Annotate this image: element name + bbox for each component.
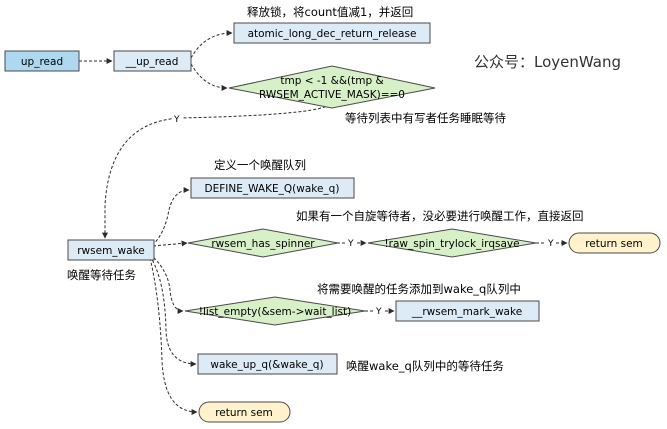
node-has_spinner-label: rwsem_has_spinner xyxy=(211,238,315,250)
node-mark_wake-label: __rwsem_mark_wake xyxy=(411,306,522,318)
node-return_sem_2-label: return sem xyxy=(215,407,273,419)
node-return_sem_2: return sem xyxy=(198,401,291,423)
node-return_sem_1-label: return sem xyxy=(585,238,643,250)
edge-label-list-yes: Y xyxy=(375,307,382,317)
node-atomic: atomic_long_dec_return_release xyxy=(233,22,431,44)
node-return_sem_1: return sem xyxy=(568,232,661,254)
edge-rwsem_wake-to-wakeupq xyxy=(149,255,197,367)
annotation-define: 定义一个唤醒队列 xyxy=(214,158,306,172)
node-cond1: tmp < -1 &&(tmp & RWSEM_ACTIVE_MASK)==0 xyxy=(228,65,436,109)
node-trylock-label: !raw_spin_trylock_irqsave xyxy=(384,238,519,250)
node-cond1-line1: tmp < -1 &&(tmp & xyxy=(280,75,383,87)
node-rwsem_wake-label: rwsem_wake xyxy=(77,245,145,257)
node-define_wake_q-label: DEFINE_WAKE_Q(wake_q) xyxy=(205,183,340,195)
annotation-rwsem_wake: 唤醒等待任务 xyxy=(67,268,136,282)
annotation-spinner: 如果有一个自旋等待者，没必要进行唤醒工作，直接返回 xyxy=(296,209,584,223)
node-trylock: !raw_spin_trylock_irqsave xyxy=(367,228,537,258)
node-mark_wake: __rwsem_mark_wake xyxy=(395,300,540,322)
edge-rwsem_wake-to-list xyxy=(149,253,184,314)
watermark: 公众号：LoyenWang xyxy=(474,53,621,71)
edge-rwsem_wake-to-spinner xyxy=(152,240,188,247)
edge-label-spinner-yes: Y xyxy=(347,239,354,249)
annotation-wake_up: 唤醒wake_q队列中的等待任务 xyxy=(346,359,504,373)
annotation-atomic: 释放锁，将count值减1，并返回 xyxy=(247,5,413,19)
node-list_empty-label: !list_empty(&sem->wait_list) xyxy=(199,306,351,318)
node-__up_read-label: __up_read xyxy=(125,56,179,68)
node-cond1-line2: RWSEM_ACTIVE_MASK)==0 xyxy=(259,89,405,101)
edge-rwsem_wake-to-return2 xyxy=(149,257,198,415)
node-atomic-label: atomic_long_dec_return_release xyxy=(248,28,417,40)
node-rwsem_wake: rwsem_wake xyxy=(67,239,155,261)
edge-__up_read-to-cond1 xyxy=(190,63,228,91)
node-define_wake_q: DEFINE_WAKE_Q(wake_q) xyxy=(190,177,355,199)
node-list_empty: !list_empty(&sem->wait_list) xyxy=(184,296,366,326)
edge-rwsem_wake-to-define xyxy=(147,187,190,249)
node-wake_up_q: wake_up_q(&wake_q) xyxy=(197,353,338,375)
annotation-cond1: 等待列表中有写者任务睡眠等待 xyxy=(345,111,506,125)
node-up_read: up_read xyxy=(4,50,80,72)
node-__up_read: __up_read xyxy=(113,50,192,72)
node-has_spinner: rwsem_has_spinner xyxy=(187,228,339,258)
node-wake_up_q-label: wake_up_q(&wake_q) xyxy=(210,359,323,371)
annotation-mark: 将需要唤醒的任务添加到wake_q队列中 xyxy=(317,282,521,296)
edge-__up_read-to-atomic xyxy=(190,30,233,59)
node-up_read-label: up_read xyxy=(21,56,63,68)
edge-label-cond1-yes: Y xyxy=(173,115,180,125)
edge-label-trylock-yes: Y xyxy=(547,239,554,249)
